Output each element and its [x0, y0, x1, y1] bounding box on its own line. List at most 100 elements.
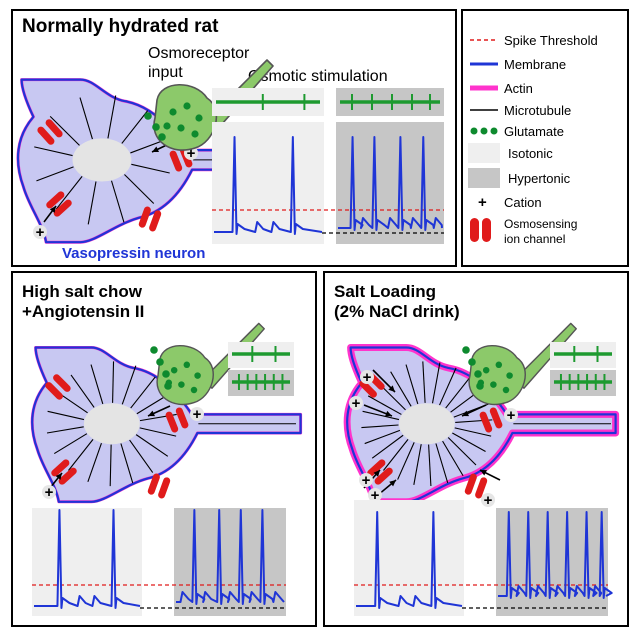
panel-saltloading-frame: [323, 271, 629, 627]
legend-isotonic-swatch: [468, 143, 500, 163]
membrane-potential-trace: [356, 511, 463, 609]
microtubule: [129, 439, 154, 473]
microtubule: [36, 166, 74, 182]
channel-subunit: [464, 473, 477, 495]
channel-subunit: [58, 467, 77, 485]
legend-glutamate: Glutamate: [504, 124, 564, 139]
microtubule: [124, 174, 155, 204]
channel-subunit: [158, 477, 171, 499]
membrane-potential-trace: [34, 509, 141, 609]
panel-highsalt-title-line1: High salt chow: [22, 282, 143, 301]
microtubule: [439, 367, 457, 406]
arrowhead: [388, 385, 395, 392]
cation-halo: [481, 493, 495, 507]
osmosensing-channel: [45, 374, 71, 400]
osmosensing-channel: [464, 473, 488, 499]
channel-subunit: [45, 119, 63, 138]
glutamate-dot: [152, 123, 160, 131]
glutamate-dot: [144, 112, 152, 120]
microtubule: [139, 427, 177, 437]
membrane-outline: [16, 78, 302, 244]
vesicle-glutamate: [482, 366, 490, 374]
legend-membrane: Membrane: [504, 57, 566, 72]
cation-symbol: +: [362, 472, 371, 489]
channel-subunit: [149, 210, 162, 232]
vesicle-glutamate: [502, 386, 510, 394]
microtubule: [46, 426, 84, 434]
microtubule: [112, 361, 115, 403]
membrane-potential-trace: [214, 136, 323, 235]
legend-hypertonic-swatch: [468, 168, 500, 188]
cation-halo: [368, 488, 382, 502]
channel-subunit: [374, 467, 393, 485]
microtubule: [413, 444, 422, 485]
microtubule: [55, 176, 83, 210]
soma-body: [32, 347, 301, 502]
channel-subunit: [479, 411, 493, 433]
membrane-outline: [31, 346, 302, 503]
microtubule: [34, 146, 73, 157]
glutamate-dot: [150, 346, 158, 354]
microtubule: [49, 115, 80, 146]
vesicle-glutamate: [190, 386, 198, 394]
osmoreceptor-label-line2: input: [148, 64, 183, 81]
channel-subunit: [175, 407, 189, 429]
vesicle-glutamate: [490, 381, 497, 388]
arrowhead: [389, 480, 396, 487]
arrowhead: [373, 470, 380, 477]
osmoreceptor-label-line1: Osmoreceptor: [148, 45, 250, 62]
microtubule: [445, 376, 471, 409]
glutamate-dot: [476, 382, 484, 390]
legend-microtubule: Microtubule: [504, 103, 571, 118]
channel-subunit: [138, 206, 151, 228]
channel-subunit: [475, 477, 488, 499]
diagram-drawing: ++++++++++: [16, 59, 620, 616]
vesicle-glutamate: [194, 372, 201, 379]
arrowhead: [148, 410, 155, 417]
microtubule: [107, 95, 117, 139]
microtubule: [68, 439, 94, 471]
membrane-potential-trace: [176, 509, 285, 605]
cation-symbol: +: [371, 487, 380, 504]
arrowhead: [49, 206, 56, 213]
legend-spike-threshold: Spike Threshold: [504, 33, 598, 48]
cation-symbol: +: [193, 406, 202, 423]
microtubule: [367, 395, 402, 415]
isotonic-background: [212, 122, 324, 244]
glutamate-dot: [162, 370, 170, 378]
legend-channel-swatch: [482, 218, 491, 242]
microtubule: [452, 432, 486, 453]
glutamate-dot: [158, 133, 166, 141]
cation-symbol: +: [363, 369, 372, 386]
vesicle-glutamate: [163, 122, 171, 130]
channel-subunit: [37, 126, 55, 145]
osmoreceptor-terminal: [156, 345, 214, 406]
vesicle-glutamate: [177, 124, 185, 132]
vesicle-glutamate: [178, 381, 185, 388]
cation-symbol: +: [484, 492, 493, 509]
microtubule: [120, 443, 134, 484]
channel-subunit: [51, 459, 70, 477]
vasopressin-neuron: [16, 78, 303, 244]
cation-symbol: +: [507, 407, 516, 424]
arrowhead: [55, 473, 62, 480]
microtubule: [70, 374, 95, 408]
channel-subunit: [489, 407, 503, 429]
microtubule: [79, 97, 93, 140]
microtubule: [442, 440, 464, 477]
cation-symbol: +: [352, 395, 361, 412]
microtubule: [110, 180, 125, 223]
isotonic-background: [32, 508, 142, 616]
microtubule: [109, 444, 112, 487]
cation-halo: [42, 485, 56, 499]
channel-subunit: [53, 199, 72, 217]
arrowhead: [462, 410, 469, 417]
microtubule: [121, 110, 149, 144]
channel-subunit: [46, 191, 65, 209]
osmoreceptor-terminal: [468, 345, 526, 406]
arrowhead: [152, 146, 159, 153]
microtubule: [422, 361, 426, 403]
microtubule: [90, 364, 104, 405]
legend-glutamate-dot: [480, 127, 488, 135]
